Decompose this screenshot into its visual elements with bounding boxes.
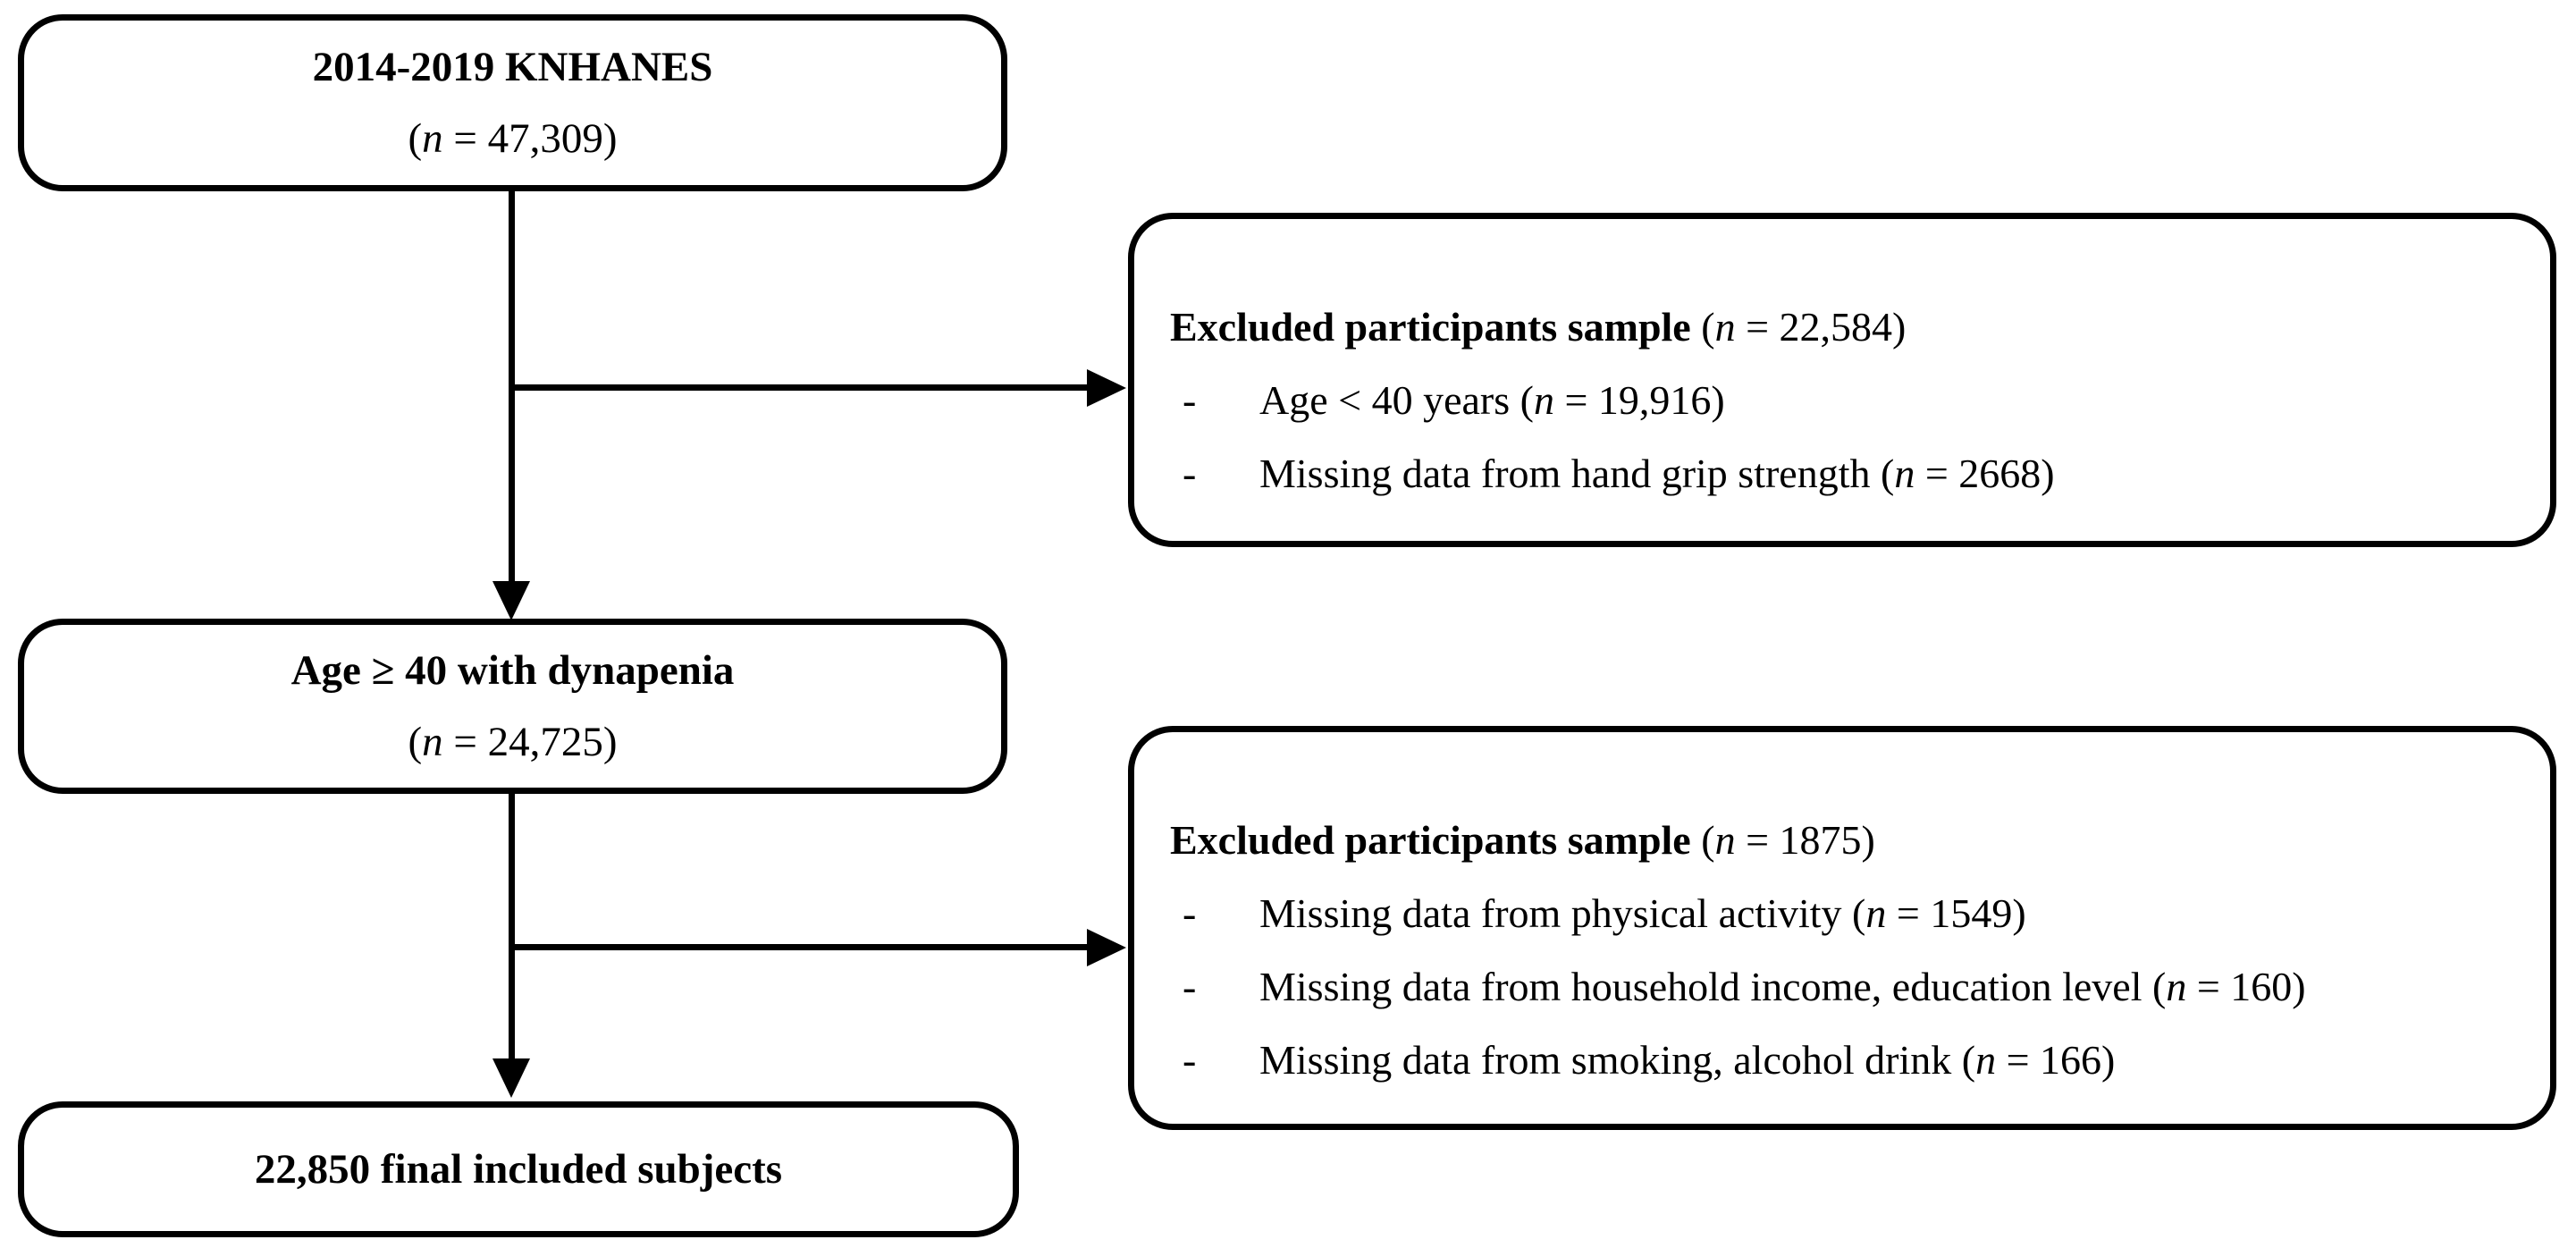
box-dynapenia-title: Age ≥ 40 with dynapenia	[290, 647, 735, 694]
excluded-1-item-grip: - Missing data from hand grip strength (…	[1170, 437, 2514, 510]
box-knhanes-count-value: = 47,309)	[442, 115, 618, 162]
box-knhanes-count-n: n	[422, 115, 443, 162]
bullet-dash: -	[1183, 890, 1197, 936]
excluded-2-item-smoking: - Missing data from smoking, alcohol dri…	[1170, 1024, 2514, 1097]
excluded-2-item-smoking-value: = 166)	[1996, 1037, 2116, 1083]
box-final-title: 22,850 final included subjects	[254, 1146, 783, 1193]
connector-vertical-2	[509, 792, 515, 1062]
excluded-2-item-physical-value: = 1549)	[1886, 890, 2026, 936]
excluded-2-heading-count-open: (	[1690, 817, 1715, 863]
excluded-2-item-physical-text: Missing data from physical activity (n =…	[1234, 877, 2026, 950]
bullet-dash: -	[1183, 964, 1197, 1009]
excluded-1-item-grip-text: Missing data from hand grip strength (n …	[1234, 437, 2055, 510]
arrowhead-down-2	[492, 1058, 530, 1098]
arrowhead-right-2	[1087, 929, 1126, 966]
arrowhead-right-1	[1087, 369, 1126, 407]
box-final: 22,850 final included subjects	[18, 1101, 1019, 1237]
box-knhanes-title: 2014-2019 KNHANES	[312, 44, 713, 90]
excluded-1-heading-label: Excluded participants sample	[1170, 304, 1691, 350]
box-knhanes-count: (n = 47,309)	[408, 103, 617, 174]
excluded-2-item-smoking-text: Missing data from smoking, alcohol drink…	[1234, 1024, 2115, 1097]
excluded-2-heading-label: Excluded participants sample	[1170, 817, 1691, 863]
excluded-1-item-age-text: Age < 40 years (n = 19,916)	[1234, 364, 1725, 437]
bullet-dash: -	[1183, 451, 1197, 496]
excluded-1-heading-count-open: (	[1690, 304, 1715, 350]
excluded-1-item-age-value: = 19,916)	[1553, 377, 1725, 423]
excluded-2-item-smoking-n: n	[1975, 1037, 1997, 1083]
excluded-2-item-income-value: = 160)	[2186, 964, 2306, 1009]
excluded-2-heading-count-n: n	[1714, 817, 1736, 863]
excluded-2-item-income-text: Missing data from household income, educ…	[1234, 950, 2306, 1024]
box-excluded-1: Excluded participants sample (n = 22,584…	[1128, 213, 2556, 547]
excluded-1-item-grip-pre: Missing data from hand grip strength (	[1259, 451, 1895, 496]
connector-horizontal-1	[509, 384, 1090, 391]
box-dynapenia-count: (n = 24,725)	[408, 706, 617, 778]
excluded-1-heading-count-n: n	[1714, 304, 1736, 350]
box-dynapenia-count-value: = 24,725)	[442, 719, 618, 765]
excluded-1-item-grip-value: = 2668)	[1915, 451, 2055, 496]
excluded-2-item-physical-n: n	[1865, 890, 1887, 936]
box-dynapenia: Age ≥ 40 with dynapenia (n = 24,725)	[18, 619, 1007, 794]
excluded-2-item-income-pre: Missing data from household income, educ…	[1259, 964, 2167, 1009]
excluded-1-item-age-pre: Age < 40 years (	[1259, 377, 1534, 423]
excluded-2-item-physical: - Missing data from physical activity (n…	[1170, 877, 2514, 950]
bullet-dash: -	[1183, 377, 1197, 423]
bullet-dash: -	[1183, 1037, 1197, 1083]
excluded-2-heading: Excluded participants sample (n = 1875)	[1170, 804, 2514, 877]
excluded-2-item-smoking-pre: Missing data from smoking, alcohol drink…	[1259, 1037, 1976, 1083]
arrowhead-down-1	[492, 581, 530, 620]
excluded-2-item-income: - Missing data from household income, ed…	[1170, 950, 2514, 1024]
excluded-1-heading-count-value: = 22,584)	[1735, 304, 1907, 350]
excluded-1-heading: Excluded participants sample (n = 22,584…	[1170, 291, 2514, 364]
excluded-2-item-income-n: n	[2166, 964, 2187, 1009]
box-excluded-2: Excluded participants sample (n = 1875) …	[1128, 726, 2556, 1130]
box-dynapenia-count-open: (	[408, 719, 423, 765]
excluded-1-item-age: - Age < 40 years (n = 19,916)	[1170, 364, 2514, 437]
box-knhanes-count-open: (	[408, 115, 423, 162]
excluded-2-item-physical-pre: Missing data from physical activity (	[1259, 890, 1866, 936]
connector-horizontal-2	[509, 944, 1090, 950]
box-dynapenia-count-n: n	[422, 719, 443, 765]
excluded-1-item-grip-n: n	[1894, 451, 1915, 496]
excluded-2-heading-count-value: = 1875)	[1735, 817, 1875, 863]
excluded-1-item-age-n: n	[1533, 377, 1554, 423]
box-knhanes: 2014-2019 KNHANES (n = 47,309)	[18, 14, 1007, 191]
